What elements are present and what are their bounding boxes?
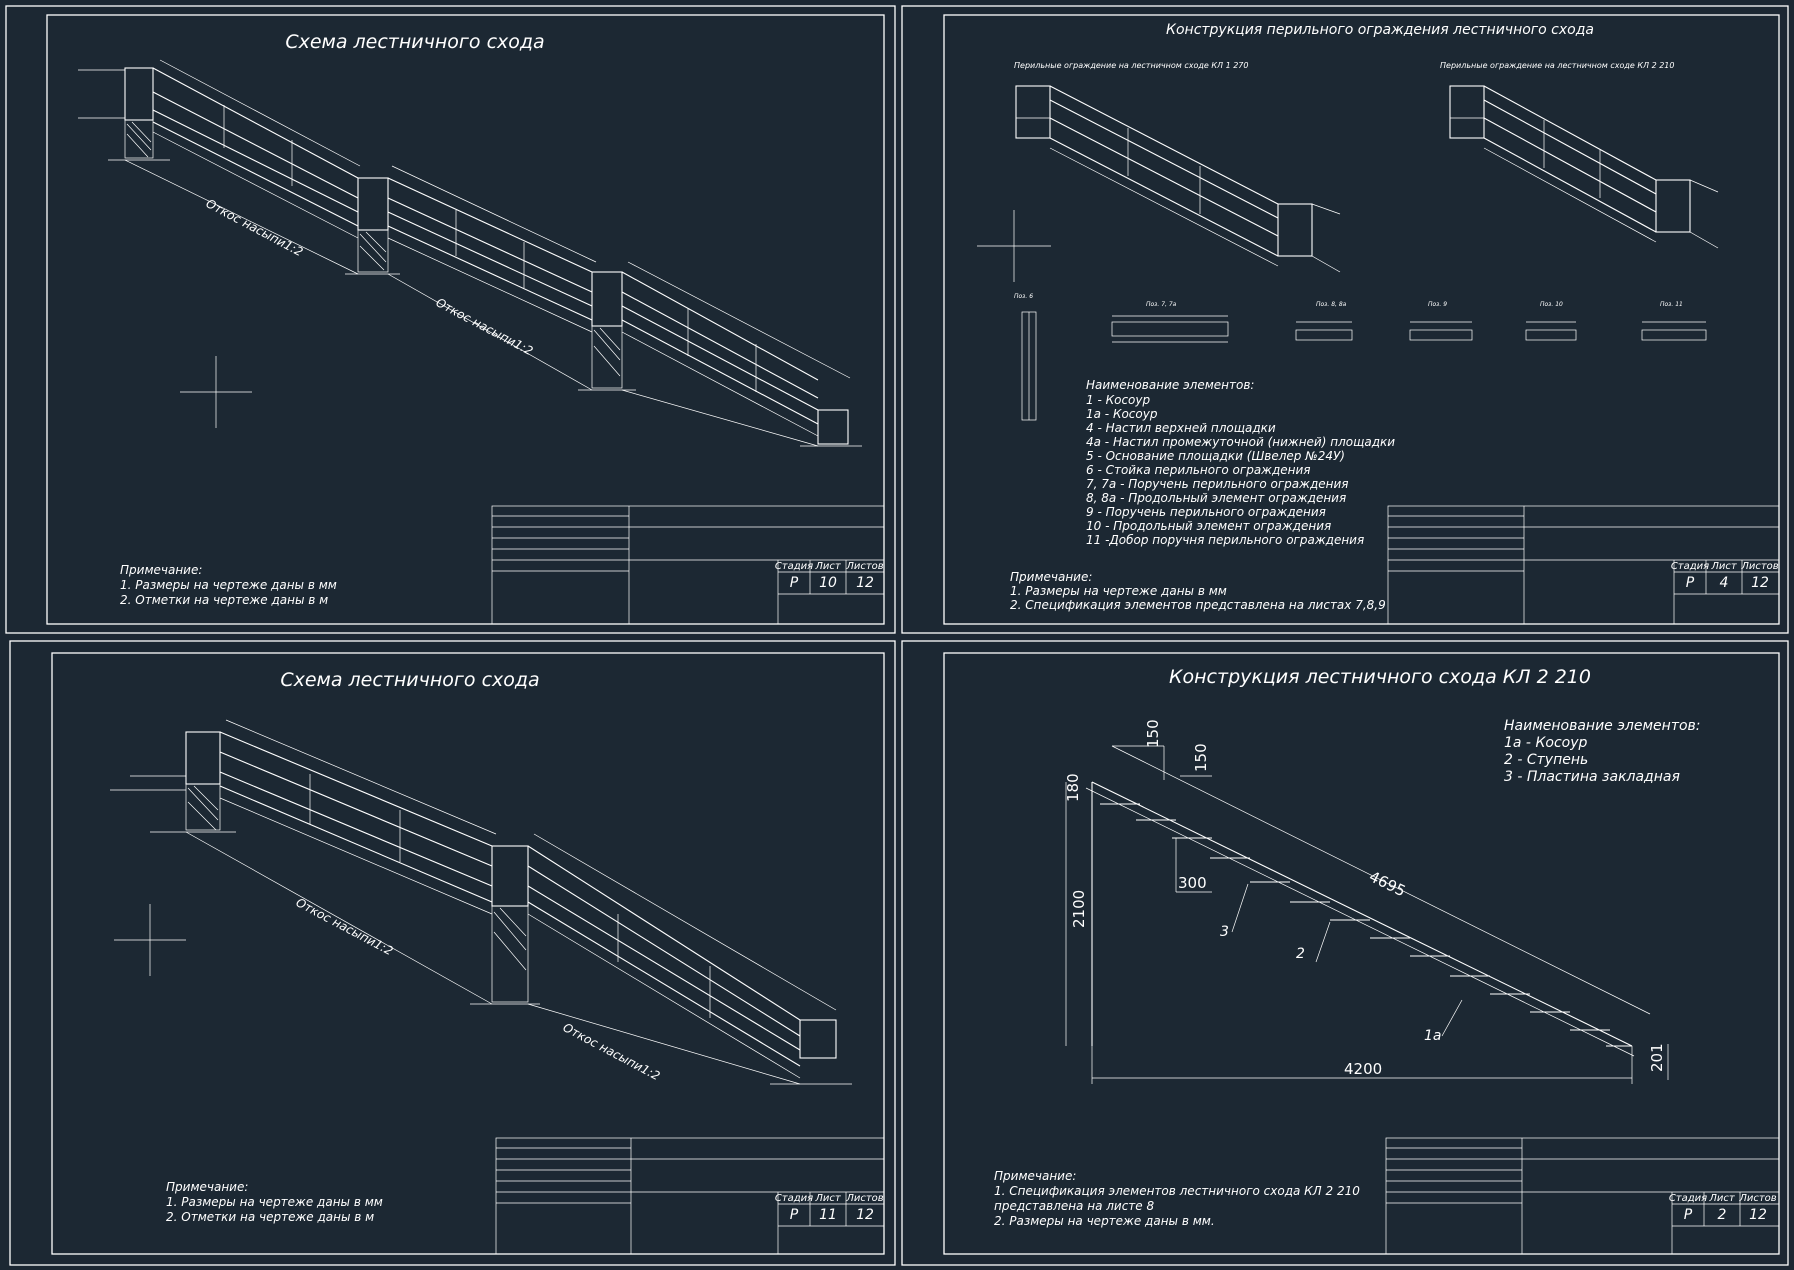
note-line: 1. Спецификация элементов лестничного сх… [994, 1184, 1360, 1198]
note-line: 2. Размеры на чертеже даны в мм. [994, 1214, 1215, 1228]
railing-drawing-kl2 [1449, 85, 1719, 249]
sheets-header: Листов [845, 561, 883, 572]
element-item: 4а - Настил промежуточной (нижней) площа… [1086, 435, 1395, 449]
sheet-header: Лист [814, 1193, 842, 1204]
note-line: 1. Размеры на чертеже даны в мм [1010, 584, 1227, 598]
dim-4200: 4200 [1344, 1060, 1382, 1078]
element-item: 4 - Настил верхней площадки [1086, 421, 1276, 435]
sheet-4: Конструкция перильного ограждения лестни… [901, 5, 1789, 634]
notes-heading: Примечание: [1010, 570, 1092, 584]
note-line: 2. Отметки на чертеже даны в м [120, 593, 328, 607]
slope-label-2: Откос насыпи1:2 [561, 1020, 663, 1083]
sheets-header: Листов [1740, 561, 1778, 572]
element-item: 10 - Продольный элемент ограждения [1086, 519, 1331, 533]
railing-drawing-kl1 [1015, 85, 1341, 273]
element-item: 6 - Стойка перильного ограждения [1086, 463, 1311, 477]
title-block: Стадия Лист Листов Р 4 12 [1387, 505, 1780, 625]
element-item: 1 - Косоур [1086, 393, 1150, 407]
note-line: 1. Размеры на чертеже даны в мм [120, 578, 337, 592]
stage-value: Р [790, 575, 799, 591]
sheet-header: Лист [1710, 561, 1738, 572]
slope-label-2: Откос насыпи1:2 [434, 295, 536, 358]
pos-label: Поз. 9 [1428, 301, 1447, 308]
sheet-number: 2 [1718, 1207, 1727, 1223]
stage-header: Стадия [1671, 561, 1709, 572]
dim-150-step: 150 [1192, 743, 1210, 772]
sheet-2-title: Конструкция лестничного схода КЛ 2 210 [1169, 666, 1591, 688]
subtitle-kl2: Перильные ограждение на лестничном сходе… [1440, 61, 1674, 70]
leader-1a: 1а [1424, 1028, 1442, 1044]
stair-section-drawing [1065, 745, 1669, 1084]
cross-mark [977, 210, 1051, 282]
sheets-header: Листов [1738, 1193, 1776, 1204]
position-details: Поз. 6 Поз. 7, 7а Поз. 8, 8а Поз. 9 Поз.… [1014, 293, 1707, 421]
stage-header: Стадия [775, 1193, 813, 1204]
subtitle-kl1: Перильные ограждение на лестничном сходе… [1014, 61, 1248, 70]
element-item: 9 - Поручень перильного ограждения [1086, 505, 1326, 519]
stage-value: Р [790, 1207, 799, 1223]
sheet-4-title: Конструкция перильного ограждения лестни… [1166, 22, 1594, 38]
notes-heading: Примечание: [994, 1169, 1076, 1183]
pos-label: Поз. 10 [1540, 301, 1563, 308]
pos-label: Поз. 8, 8а [1316, 301, 1347, 308]
dim-150-vertical: 150 [1144, 719, 1162, 748]
sheet-number: 11 [819, 1207, 837, 1223]
sheet-header: Лист [1708, 1193, 1736, 1204]
sheet-11-title: Схема лестничного схода [280, 669, 539, 691]
pos-label: Поз. 7, 7а [1146, 301, 1177, 308]
sheets-header: Листов [845, 1193, 883, 1204]
pos-label: Поз. 6 [1014, 293, 1033, 300]
note-line: 2. Отметки на чертеже даны в м [166, 1210, 374, 1224]
dim-2100: 2100 [1070, 890, 1088, 928]
title-block: Стадия Лист Листов Р 2 12 [1385, 1137, 1780, 1255]
sheet-number: 4 [1720, 575, 1729, 591]
sheet-header: Лист [814, 561, 842, 572]
leader-2: 2 [1296, 946, 1305, 962]
stage-value: Р [1686, 575, 1695, 591]
element-item: 8, 8а - Продольный элемент ограждения [1086, 491, 1346, 505]
slope-label-1: Откос насыпи1:2 [204, 196, 306, 259]
notes-heading: Примечание: [166, 1180, 248, 1194]
element-item: 2 - Ступень [1504, 752, 1588, 768]
element-item: 7, 7а - Поручень перильного ограждения [1086, 477, 1349, 491]
dim-4695: 4695 [1366, 867, 1408, 900]
stage-header: Стадия [1669, 1193, 1707, 1204]
dim-300: 300 [1178, 874, 1207, 892]
sheet-2: Конструкция лестничного схода КЛ 2 210 Н… [901, 640, 1789, 1266]
note-line: представлена на листе 8 [994, 1199, 1154, 1213]
notes-heading: Примечание: [120, 563, 202, 577]
elements-heading: Наименование элементов: [1086, 378, 1254, 392]
sheet-10-title: Схема лестничного схода [285, 31, 544, 53]
sheets-total: 12 [856, 575, 874, 591]
sheet-number: 10 [819, 575, 837, 591]
stage-header: Стадия [775, 561, 813, 572]
sheet-10: Схема лестничного схода [5, 5, 896, 634]
sheets-total: 12 [856, 1207, 874, 1223]
leader-3: 3 [1220, 924, 1229, 940]
pos-label: Поз. 11 [1660, 301, 1683, 308]
note-line: 2. Спецификация элементов представлена н… [1010, 598, 1386, 612]
elements-heading: Наименование элементов: [1504, 718, 1701, 734]
element-item: 1а - Косоур [1086, 407, 1158, 421]
stair-scheme [78, 59, 862, 447]
note-line: 1. Размеры на чертеже даны в мм [166, 1195, 383, 1209]
sheet-11: Схема лестничного схода [9, 640, 896, 1266]
element-item: 3 - Пластина закладная [1504, 769, 1680, 785]
dim-201: 201 [1648, 1043, 1666, 1072]
sheets-total: 12 [1751, 575, 1769, 591]
title-block: Стадия Лист Листов Р 11 12 [495, 1137, 885, 1255]
element-item: 5 - Основание площадки (Швелер №24У) [1086, 449, 1345, 463]
stair-scheme [110, 719, 852, 1085]
sheets-total: 12 [1749, 1207, 1767, 1223]
stage-value: Р [1684, 1207, 1693, 1223]
dim-180: 180 [1064, 773, 1082, 802]
element-item: 1а - Косоур [1504, 735, 1587, 751]
title-block: Стадия Лист Листов Р 10 12 [491, 505, 885, 625]
slope-label-1: Откос насыпи1:2 [294, 895, 396, 958]
element-item: 11 -Добор поручня перильного ограждения [1086, 533, 1364, 547]
